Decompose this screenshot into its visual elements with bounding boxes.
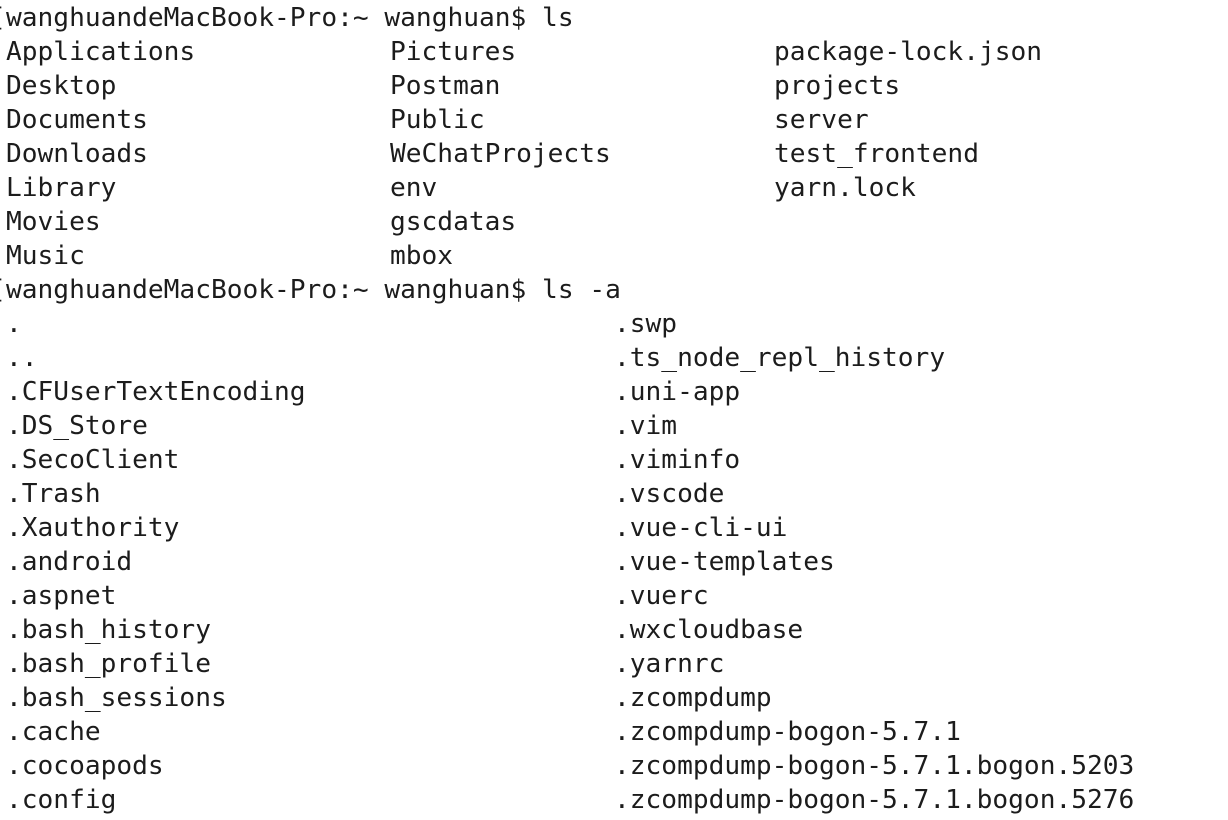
terminal-entry-text: .cocoapods	[6, 751, 164, 781]
terminal-entry-text: Pictures	[390, 37, 517, 67]
terminal-entry-text: server	[774, 105, 869, 135]
terminal-entry-text: ..	[6, 343, 38, 373]
terminal-entry-text: .vscode	[614, 479, 725, 509]
terminal-output-line: .aspnet .vuerc	[0, 579, 1228, 613]
terminal-output-line: .Trash .vscode	[0, 477, 1228, 511]
terminal-entry-text: Library	[6, 173, 117, 203]
terminal-output-line: .DS_Store .vim	[0, 409, 1228, 443]
terminal-output-line: .config .zcompdump-bogon-5.7.1.bogon.5276	[0, 783, 1228, 817]
terminal-prompt-text: wanghuandeMacBook-Pro:~ wanghuan$ ls	[6, 3, 574, 33]
terminal-entry-text: .bash_profile	[6, 649, 211, 679]
terminal-output-line: .cache .zcompdump-bogon-5.7.1	[0, 715, 1228, 749]
terminal-entry-text: .vim	[614, 411, 678, 441]
terminal-output-line: . .swp	[0, 307, 1228, 341]
terminal-entry-text: .zcompdump-bogon-5.7.1	[614, 717, 961, 747]
terminal-entry-text: .cache	[6, 717, 101, 747]
terminal-prompt-text: wanghuandeMacBook-Pro:~ wanghuan$ ls -a	[6, 275, 621, 305]
terminal-entry-text: .vuerc	[614, 581, 709, 611]
terminal-output-line: .bash_history .wxcloudbase	[0, 613, 1228, 647]
terminal-entry-text: Public	[390, 105, 485, 135]
terminal-entry-text: Movies	[6, 207, 101, 237]
terminal-entry-text: WeChatProjects	[390, 139, 611, 169]
terminal-output-line: Library env yarn.lock	[0, 171, 1228, 205]
terminal-entry-text: test_frontend	[774, 139, 979, 169]
terminal-entry-text: .	[6, 309, 22, 339]
terminal-output-line: Movies gscdatas	[0, 205, 1228, 239]
terminal-output-line: Documents Public server	[0, 103, 1228, 137]
terminal-entry-text: .viminfo	[614, 445, 741, 475]
terminal-entry-text: .Trash	[6, 479, 101, 509]
terminal-output-line: .bash_profile .yarnrc	[0, 647, 1228, 681]
terminal-entry-text: .uni-app	[614, 377, 741, 407]
terminal-entry-text: Applications	[6, 37, 196, 67]
terminal-entry-text: .vue-templates	[614, 547, 835, 577]
terminal-entry-text: .vue-cli-ui	[614, 513, 788, 543]
terminal-entry-text: .wxcloudbase	[614, 615, 804, 645]
terminal-entry-text: Postman	[390, 71, 501, 101]
terminal-entry-text: .bash_history	[6, 615, 211, 645]
terminal-entry-text: env	[390, 173, 438, 203]
terminal-entry-text: mbox	[390, 241, 454, 271]
terminal-entry-text: yarn.lock	[774, 173, 916, 203]
terminal-entry-text: .zcompdump-bogon-5.7.1.bogon.5276	[614, 785, 1135, 815]
terminal-command-line: [wanghuandeMacBook-Pro:~ wanghuan$ ls	[0, 1, 1228, 35]
terminal-entry-text: .android	[6, 547, 133, 577]
terminal-entry-text: .Xauthority	[6, 513, 180, 543]
terminal-entry-text: .swp	[614, 309, 678, 339]
terminal-output-line: .Xauthority .vue-cli-ui	[0, 511, 1228, 545]
terminal-entry-text: Desktop	[6, 71, 117, 101]
terminal-entry-text: .yarnrc	[614, 649, 725, 679]
terminal-output-line: .CFUserTextEncoding .uni-app	[0, 375, 1228, 409]
terminal-output-line: .bash_sessions .zcompdump	[0, 681, 1228, 715]
terminal-entry-text: .DS_Store	[6, 411, 148, 441]
terminal-command-line: [wanghuandeMacBook-Pro:~ wanghuan$ ls -a	[0, 273, 1228, 307]
terminal-entry-text: .bash_sessions	[6, 683, 227, 713]
terminal-entry-text: .config	[6, 785, 117, 815]
terminal-entry-text: package-lock.json	[774, 37, 1043, 67]
clipped-bracket-char: [	[0, 1, 6, 35]
terminal-entry-text: .aspnet	[6, 581, 117, 611]
clipped-bracket-char: [	[0, 273, 6, 307]
terminal-entry-text: .ts_node_repl_history	[614, 343, 946, 373]
terminal-entry-text: Downloads	[6, 139, 148, 169]
terminal-output-line: Downloads WeChatProjects test_frontend	[0, 137, 1228, 171]
terminal-entry-text: gscdatas	[390, 207, 517, 237]
terminal-entry-text: .zcompdump	[614, 683, 772, 713]
terminal-output-line: .SecoClient .viminfo	[0, 443, 1228, 477]
terminal-output-line: .android .vue-templates	[0, 545, 1228, 579]
terminal-entry-text: .CFUserTextEncoding	[6, 377, 306, 407]
terminal-entry-text: projects	[774, 71, 901, 101]
terminal-entry-text: Documents	[6, 105, 148, 135]
terminal-output-line: .. .ts_node_repl_history	[0, 341, 1228, 375]
terminal-entry-text: .zcompdump-bogon-5.7.1.bogon.5203	[614, 751, 1135, 781]
terminal-output-line: Desktop Postman projects	[0, 69, 1228, 103]
terminal-output-line: Music mbox	[0, 239, 1228, 273]
terminal-output-line: .cocoapods .zcompdump-bogon-5.7.1.bogon.5…	[0, 749, 1228, 783]
terminal-output-line: Applications Pictures package-lock.json	[0, 35, 1228, 69]
terminal-entry-text: .SecoClient	[6, 445, 180, 475]
terminal-entry-text: Music	[6, 241, 85, 271]
